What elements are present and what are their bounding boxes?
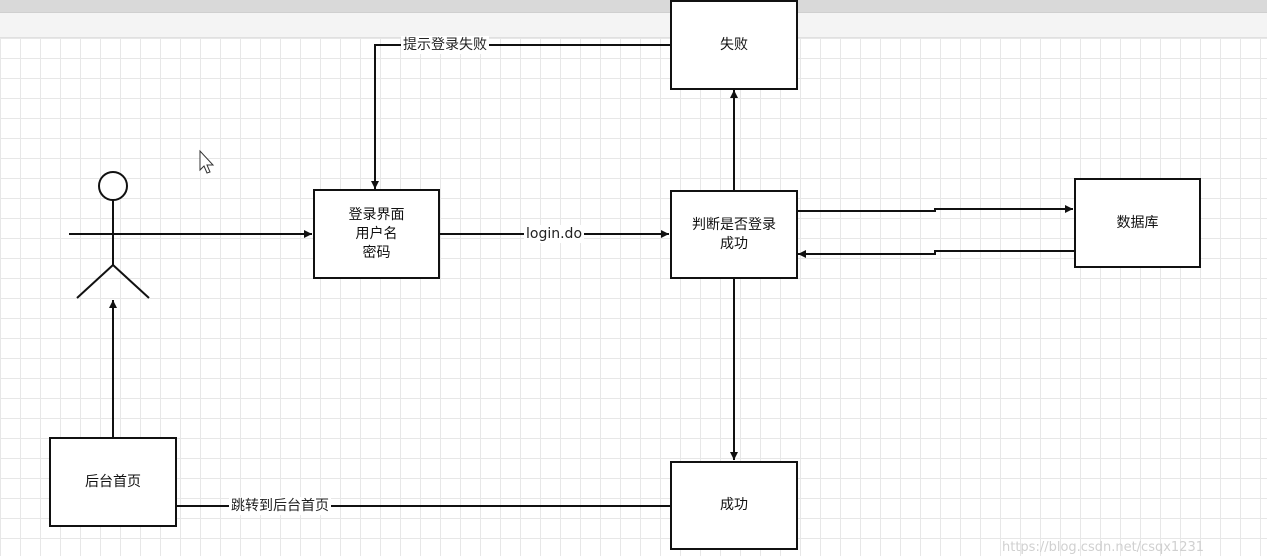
edge-database-to-judge [798,250,1075,258]
login-page-line-2: 用户名 [355,225,398,242]
node-fail[interactable]: 失败 [670,0,798,90]
login-page-line-1: 登录界面 [348,206,405,223]
edge-fail-to-login [371,44,671,189]
edge-label-login-do: login.do [524,225,585,243]
node-database[interactable]: 数据库 [1074,178,1201,268]
user-actor-icon [69,171,157,299]
node-success[interactable]: 成功 [670,461,798,550]
edge-label-login-failed: 提示登录失败 [401,36,489,54]
node-judge-login[interactable]: 判断是否登录 成功 [670,190,798,279]
admin-home-label: 后台首页 [85,473,141,490]
canvas-header-band [0,13,1267,38]
success-label: 成功 [720,497,748,513]
edge-label-redirect-admin-home: 跳转到后台首页 [229,497,331,515]
watermark-text: https://blog.csdn.net/csqx1231 [1002,540,1205,555]
fail-label: 失败 [720,36,748,53]
judge-line-1: 判断是否登录 [692,216,776,233]
node-login-page[interactable]: 登录界面 用户名 密码 [313,189,440,279]
node-admin-home[interactable]: 后台首页 [49,437,177,527]
window-top-bar [0,0,1267,13]
judge-line-2: 成功 [720,235,748,252]
node-login-page-text: 登录界面 用户名 密码 [349,206,405,263]
database-label: 数据库 [1116,214,1159,231]
login-page-line-3: 密码 [362,244,391,261]
edge-judge-to-database [797,205,1073,213]
node-judge-text: 判断是否登录 成功 [692,216,776,254]
mouse-cursor-icon [199,149,215,174]
